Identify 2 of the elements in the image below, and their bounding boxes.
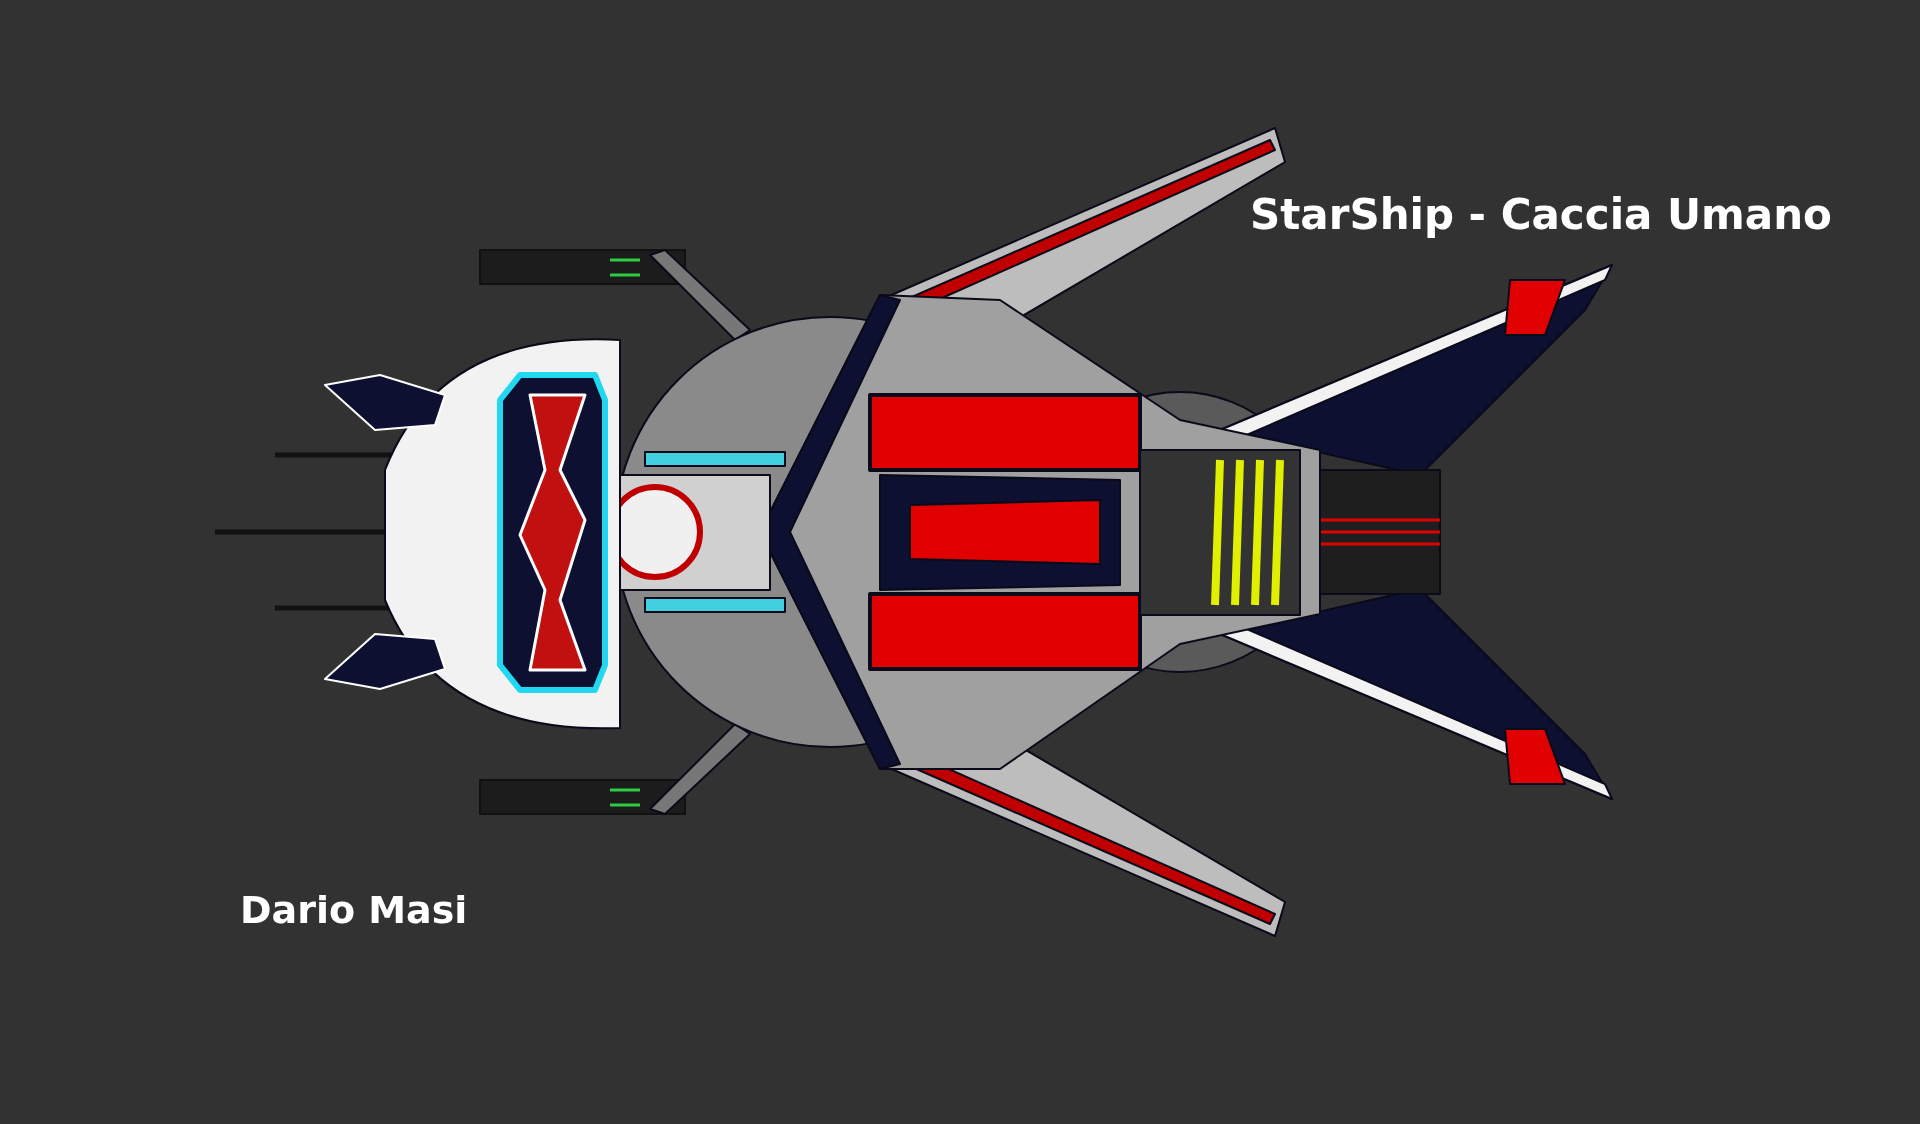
title: StarShip - Caccia Umano [1250,190,1832,239]
signature: Dario Masi [240,888,468,932]
